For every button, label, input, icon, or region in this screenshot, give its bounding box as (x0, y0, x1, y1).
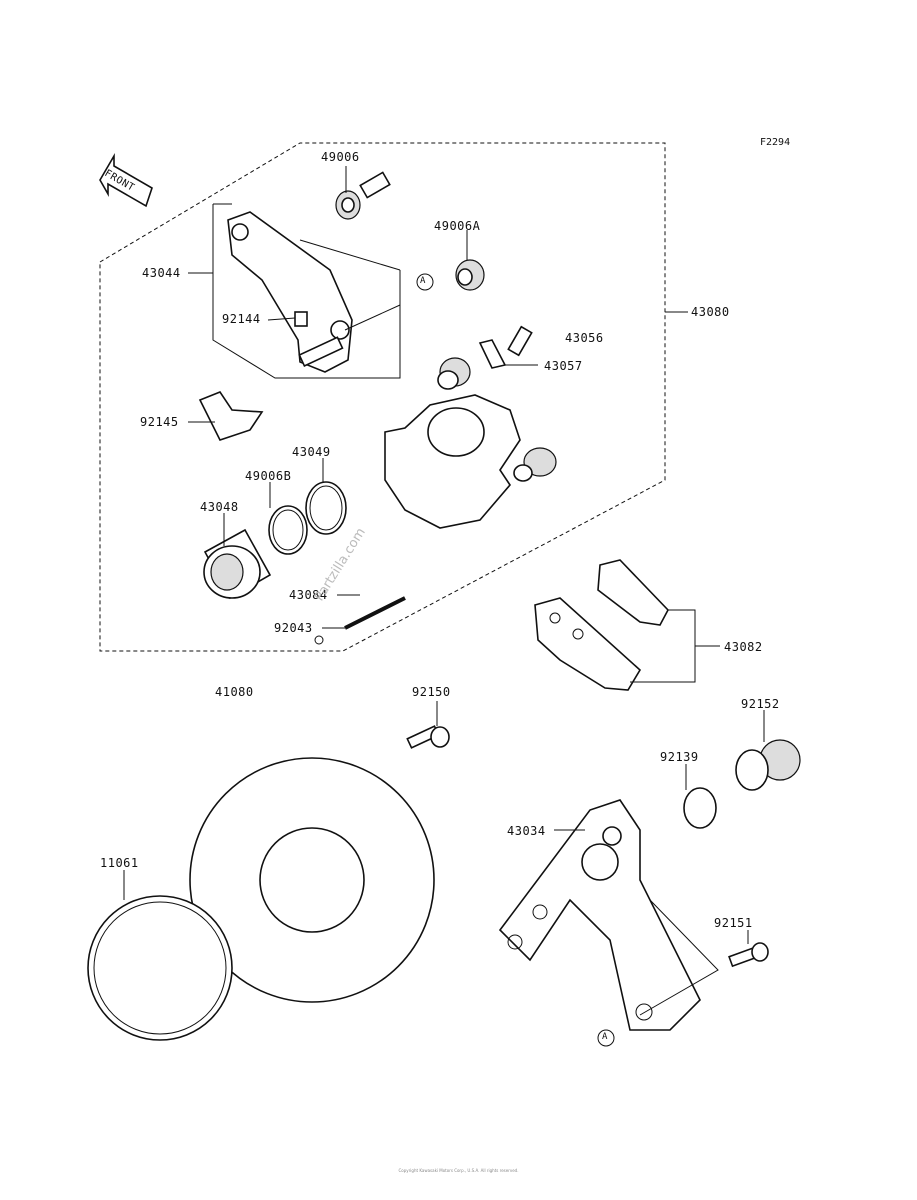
part-43048-piston (203, 528, 272, 600)
ref-circle-a-upper (416, 273, 434, 291)
part-92043-ring (314, 635, 324, 645)
label-49006B: 49006B (245, 469, 292, 483)
part-92145-spring (198, 391, 264, 441)
part-92152-collar (735, 739, 801, 791)
part-43044-caliper-bracket (227, 211, 401, 373)
ref-circle-a-lower (597, 1029, 615, 1047)
caliper-body (384, 357, 557, 529)
label-41080: 41080 (215, 685, 254, 699)
part-43084-pin (344, 596, 406, 630)
label-49006: 49006 (321, 150, 360, 164)
label-43034: 43034 (507, 824, 546, 838)
part-43034-caliper-holder (498, 799, 701, 1031)
label-92043: 92043 (274, 621, 313, 635)
front-arrow-icon (99, 153, 153, 208)
part-43057-cap (478, 339, 507, 369)
label-11061: 11061 (100, 856, 139, 870)
label-43084: 43084 (289, 588, 328, 602)
label-49006A: 49006A (434, 219, 481, 233)
ref-letter-lower: A (602, 1032, 608, 1042)
part-49006B-seal (268, 505, 308, 555)
label-43080: 43080 (691, 305, 730, 319)
label-43049: 43049 (292, 445, 331, 459)
part-11061-gasket (87, 895, 233, 1041)
part-43082-brake-pads (534, 559, 669, 691)
label-43056: 43056 (565, 331, 604, 345)
caliper-assembly-boundary (99, 142, 666, 652)
label-92150: 92150 (412, 685, 451, 699)
label-43044: 43044 (142, 266, 181, 280)
label-43048: 43048 (200, 500, 239, 514)
figure-code: F2294 (760, 137, 791, 148)
part-92139-bushing (683, 787, 717, 829)
part-43056-bleed-valve (507, 325, 533, 357)
leader-lines (123, 166, 765, 944)
part-49006A-bushing (455, 259, 485, 291)
label-92145: 92145 (140, 415, 179, 429)
part-92150-bolt (406, 725, 450, 749)
part-49006-bushing (335, 171, 391, 220)
label-92144: 92144 (222, 312, 261, 326)
label-43082: 43082 (724, 640, 763, 654)
part-41080-brake-disc (189, 757, 435, 1003)
ref-letter-upper: A (420, 276, 426, 286)
label-92139: 92139 (660, 750, 699, 764)
label-43057: 43057 (544, 359, 583, 373)
part-43049-seal (305, 481, 347, 535)
label-92152: 92152 (741, 697, 780, 711)
part-92144-clip (294, 311, 308, 327)
copyright-notice: Copyright Kawasaki Motors Corp., U.S.A. … (398, 1168, 519, 1173)
label-92151: 92151 (714, 916, 753, 930)
part-92151-bolt (728, 942, 769, 968)
